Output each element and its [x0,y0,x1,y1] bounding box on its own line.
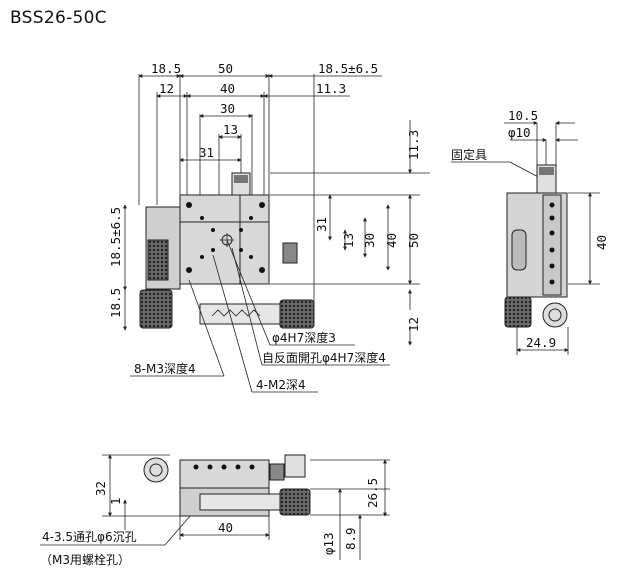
stage-top-plate [179,194,270,285]
label-fixture: 固定具 [451,147,487,162]
dim-top-18-5: 18.5 [151,61,181,76]
dim-top-30: 30 [220,101,235,116]
front-view: 32 1 40 26.5 φ13 8.9 4-3.5通孔φ6沉孔 （M3用螺栓孔… [40,454,390,567]
callout-phi4h7-depth3: φ4H7深度3 [272,330,336,345]
dim-right-30: 30 [362,233,377,248]
dim-front-phi13: φ13 [321,532,336,555]
dim-top-40: 40 [220,81,235,96]
dim-right-12: 12 [406,317,421,332]
callout-m3-bolt-hole: （M3用螺栓孔） [40,552,130,567]
dim-right-13: 13 [341,233,356,248]
micrometer-body [199,303,281,325]
dim-right-50: 50 [406,233,421,248]
dim-right-40: 40 [384,233,399,248]
drawing-title: BSS26-50C [10,8,107,28]
front-micrometer-knob [279,488,311,516]
top-view: 18.5 50 18.5±6.5 12 40 11.3 30 13 31 [108,61,430,393]
dim-side-phi10: φ10 [508,125,531,140]
callout-4-3-5-hole: 4-3.5通孔φ6沉孔 [42,530,137,544]
callout-4-m2: 4-M2深4 [256,378,306,392]
dim-front-1: 1 [108,497,123,505]
callout-8-m3: 8-M3深度4 [134,361,196,376]
dim-side-40: 40 [594,235,609,250]
callout-reverse-hole: 自反面開孔φ4H7深度4 [262,350,386,365]
dim-top-18-5-pm: 18.5±6.5 [318,61,378,76]
dim-front-26-5: 26.5 [365,478,380,508]
dim-right-31: 31 [314,217,329,232]
dim-side-24-9: 24.9 [526,335,556,350]
dim-top-12: 12 [159,81,174,96]
dim-right-11-3: 11.3 [406,130,421,160]
dim-left-18-5-pm: 18.5±6.5 [108,207,123,267]
dim-front-32: 32 [93,481,108,496]
dim-top-50: 50 [218,61,233,76]
dim-top-13: 13 [223,122,238,137]
dim-left-18-5: 18.5 [108,288,123,318]
dim-front-40: 40 [218,520,233,535]
dim-front-8-9: 8.9 [343,527,358,550]
side-view: 10.5 φ10 固定具 40 24.9 [451,108,609,355]
dim-top-11-3: 11.3 [316,81,346,96]
front-top-plate [179,459,270,489]
micrometer-knob-x [279,299,315,329]
dim-side-10-5: 10.5 [508,108,538,123]
dim-top-31: 31 [199,145,214,160]
micrometer-knob-y [139,289,173,329]
